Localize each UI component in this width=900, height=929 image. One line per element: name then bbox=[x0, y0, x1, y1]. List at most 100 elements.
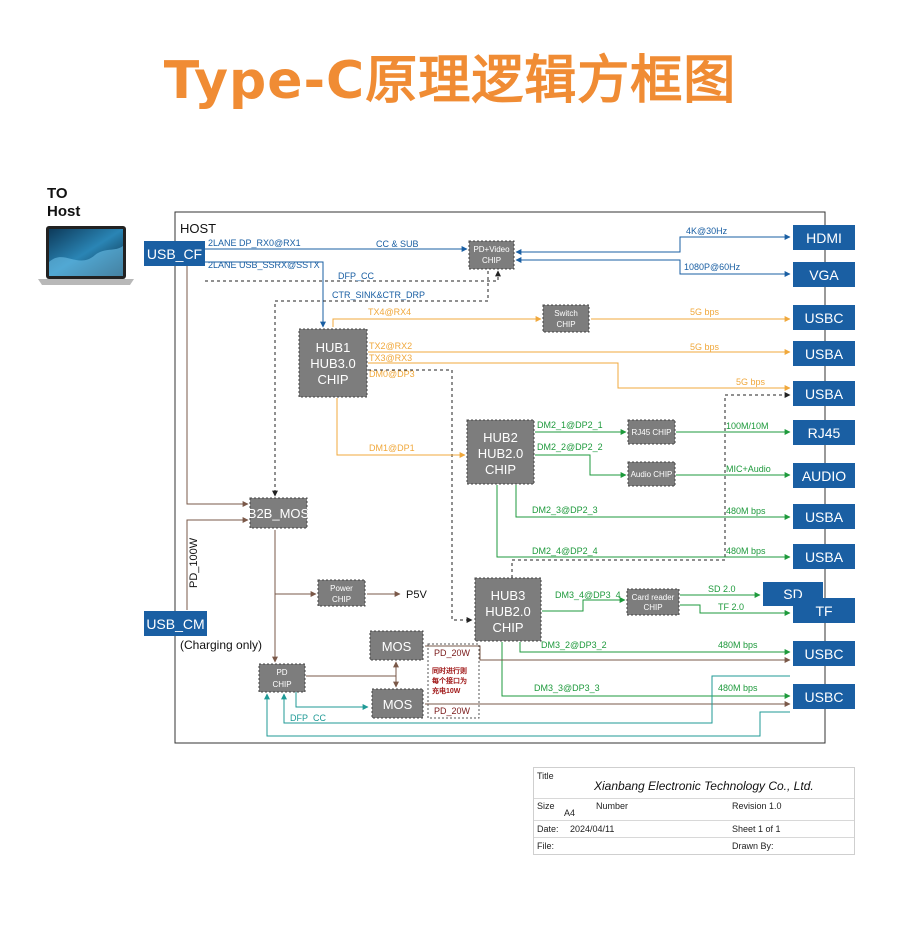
port-rj45[interactable]: RJ45 bbox=[793, 420, 855, 445]
label-dm3-2: DM3_2@DP3_2 bbox=[541, 640, 607, 650]
chip-card-reader-line1: Card reader bbox=[632, 593, 675, 602]
label-cc-sub: CC & SUB bbox=[376, 239, 419, 249]
label-tx2: TX2@RX2 bbox=[369, 341, 412, 351]
chip-pd-line2: CHIP bbox=[272, 680, 291, 689]
port-tf[interactable]: TF bbox=[793, 598, 855, 623]
chip-pd-line1: PD bbox=[276, 668, 287, 677]
chip-hub2-line2: HUB2.0 bbox=[478, 446, 524, 461]
chip-hub2-line1: HUB2 bbox=[483, 430, 518, 445]
port-vga[interactable]: VGA bbox=[793, 262, 855, 287]
laptop-icon bbox=[38, 226, 134, 285]
label-usbc2-rate: 480M bps bbox=[718, 640, 758, 650]
host-label: HOST bbox=[180, 221, 216, 236]
port-usba-1-label: USBA bbox=[805, 346, 844, 362]
tb-number-label: Number bbox=[596, 801, 629, 811]
port-usba-4[interactable]: USBA bbox=[793, 544, 855, 569]
port-usba-2-label: USBA bbox=[805, 386, 844, 402]
port-usb-cf-label: USB_CF bbox=[147, 246, 202, 262]
label-note-2: 每个接口为 bbox=[432, 676, 467, 685]
line-pd-mos2-teal bbox=[295, 690, 369, 710]
label-sd-rate: SD 2.0 bbox=[708, 584, 736, 594]
label-mic-audio: MIC+Audio bbox=[726, 464, 771, 474]
line-cc-usbc2 bbox=[281, 675, 790, 724]
tb-sheet: Sheet 1 of 1 bbox=[732, 824, 781, 834]
label-hdmi-res: 4K@30Hz bbox=[686, 226, 728, 236]
title-block: Title Xianbang Electronic Technology Co.… bbox=[533, 767, 855, 855]
port-audio[interactable]: AUDIO bbox=[793, 463, 855, 488]
port-usbc-1-label: USBC bbox=[805, 310, 844, 326]
label-vga-res: 1080P@60Hz bbox=[684, 262, 741, 272]
port-usba-2[interactable]: USBA bbox=[793, 381, 855, 406]
line-dm3-2 bbox=[519, 642, 791, 655]
line-tx3 bbox=[368, 362, 791, 391]
label-charging-only: (Charging only) bbox=[180, 638, 262, 652]
chip-hub1: HUB1 HUB3.0 CHIP bbox=[298, 328, 368, 398]
chip-hub3-line3: CHIP bbox=[492, 620, 523, 635]
chip-hub2-line3: CHIP bbox=[485, 462, 516, 477]
port-usbc-1[interactable]: USBC bbox=[793, 305, 855, 330]
label-dm3-4: DM3_4@DP3_4 bbox=[555, 590, 621, 600]
port-hdmi[interactable]: HDMI bbox=[793, 225, 855, 250]
tb-date-value: 2024/04/11 bbox=[570, 824, 615, 834]
line-dm3-4 bbox=[542, 597, 626, 612]
label-pd-20w-a: PD_20W bbox=[434, 648, 471, 658]
line-pd100w bbox=[186, 517, 249, 610]
port-usbc-2-label: USBC bbox=[805, 646, 844, 662]
port-usba-3[interactable]: USBA bbox=[793, 504, 855, 529]
chip-pd-video: PD+Video CHIP bbox=[468, 240, 515, 270]
chip-pd: PD CHIP bbox=[258, 663, 306, 693]
port-usb-cf[interactable]: USB_CF bbox=[144, 241, 205, 266]
line-tf bbox=[680, 604, 791, 616]
label-ctr-sink: CTR_SINK&CTR_DRP bbox=[332, 290, 425, 300]
label-usb-ssrx: 2LANE USB_SSRX@SSTX bbox=[208, 260, 320, 270]
chip-card-reader: Card reader CHIP bbox=[626, 588, 680, 616]
chip-b2b-mos-label: B2B_MOS bbox=[248, 506, 310, 521]
label-note-3: 充电10W bbox=[432, 686, 461, 695]
chip-audio-label: Audio CHIP bbox=[631, 470, 673, 479]
chip-hub3-line1: HUB3 bbox=[491, 588, 526, 603]
label-usba2-rate: 5G bps bbox=[736, 377, 766, 387]
line-dm2-2 bbox=[535, 454, 627, 478]
chip-hub1-line2: HUB3.0 bbox=[310, 356, 356, 371]
label-usbc1-rate: 5G bps bbox=[690, 307, 720, 317]
page-title: Type-C原理逻辑方框图 bbox=[163, 51, 737, 111]
line-ctr-sink bbox=[272, 271, 489, 497]
label-dfp-cc-bottom: DFP_CC bbox=[290, 713, 327, 723]
line-tx4 bbox=[332, 316, 542, 327]
to-host-label-line2: Host bbox=[47, 203, 80, 220]
chip-b2b-mos: B2B_MOS bbox=[248, 497, 310, 529]
line-pd-mos2 bbox=[306, 675, 399, 688]
line-hdmi bbox=[515, 234, 791, 255]
port-rj45-label: RJ45 bbox=[808, 425, 841, 441]
tb-company: Xianbang Electronic Technology Co., Ltd. bbox=[594, 779, 814, 793]
label-dm2-3: DM2_3@DP2_3 bbox=[532, 505, 598, 515]
chip-hub3-line2: HUB2.0 bbox=[485, 604, 531, 619]
tb-drawn-by: Drawn By: bbox=[732, 841, 774, 851]
chip-mos-2: MOS bbox=[371, 688, 424, 719]
port-usbc-2[interactable]: USBC bbox=[793, 641, 855, 666]
chip-card-reader-line2: CHIP bbox=[643, 603, 662, 612]
chip-switch-line2: CHIP bbox=[556, 320, 575, 329]
chip-mos-1-label: MOS bbox=[382, 639, 412, 654]
tb-title-label: Title bbox=[537, 771, 554, 781]
port-usb-cm[interactable]: USB_CM bbox=[144, 611, 207, 636]
line-b2b-power bbox=[274, 530, 317, 597]
chip-hub1-line1: HUB1 bbox=[316, 340, 351, 355]
label-tx4: TX4@RX4 bbox=[368, 307, 411, 317]
label-dm0: DM0@DP3 bbox=[369, 369, 415, 379]
line-dm2-4 bbox=[496, 485, 791, 560]
chip-power: Power CHIP bbox=[317, 579, 366, 607]
line-usbcf-b2b bbox=[186, 264, 249, 507]
tb-size-label: Size bbox=[537, 801, 555, 811]
chip-audio: Audio CHIP bbox=[627, 461, 676, 487]
label-usba4-rate: 480M bps bbox=[726, 546, 766, 556]
chip-switch: Switch CHIP bbox=[542, 304, 590, 333]
port-usba-1[interactable]: USBA bbox=[793, 341, 855, 366]
port-usbc-3[interactable]: USBC bbox=[793, 684, 855, 709]
chip-power-line2: CHIP bbox=[332, 595, 351, 604]
label-usbc3-rate: 480M bps bbox=[718, 683, 758, 693]
chip-hub1-line3: CHIP bbox=[317, 372, 348, 387]
label-p5v: P5V bbox=[406, 589, 427, 601]
label-dm2-4: DM2_4@DP2_4 bbox=[532, 546, 598, 556]
line-hub3-usba2 bbox=[511, 392, 791, 578]
